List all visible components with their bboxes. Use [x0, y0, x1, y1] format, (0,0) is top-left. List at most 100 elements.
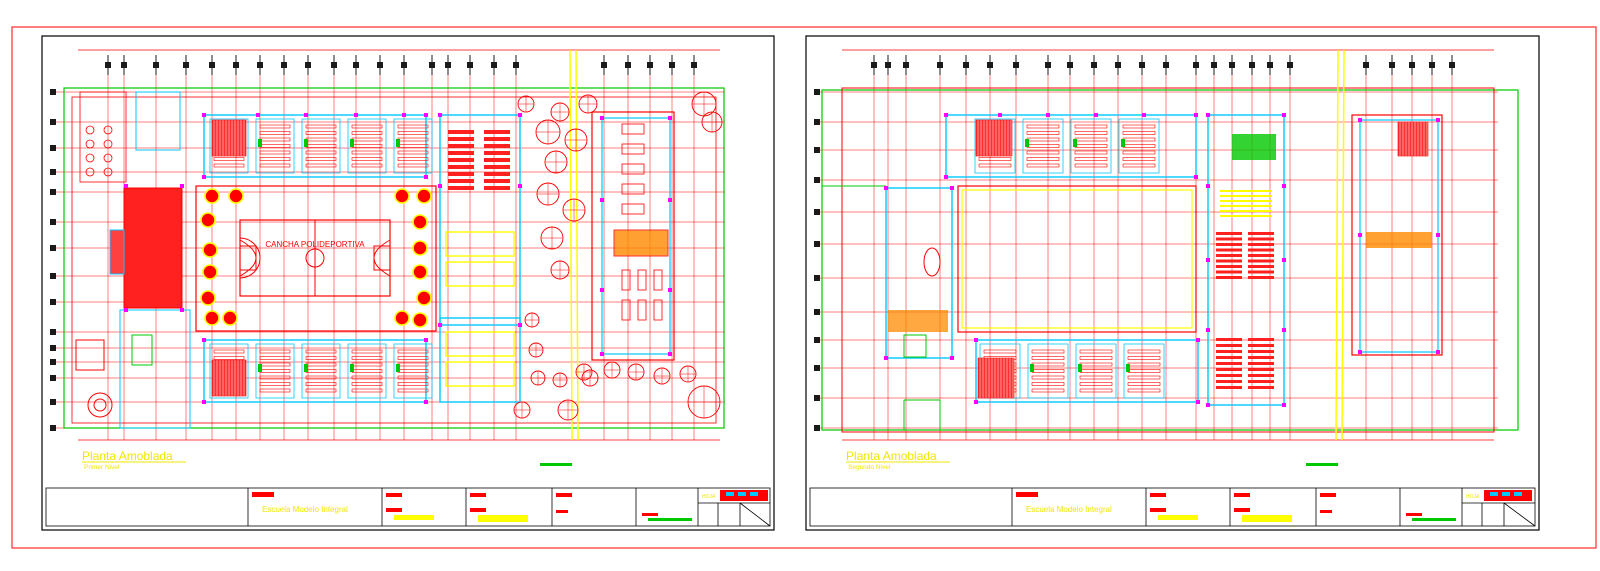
- board: [304, 139, 308, 147]
- dining-table: [85, 167, 95, 177]
- desk-row: [1031, 382, 1065, 386]
- seat-row: [1220, 195, 1272, 197]
- desk-row: [397, 375, 429, 380]
- column: [424, 338, 428, 342]
- seat-row: [1216, 368, 1242, 371]
- column: [944, 113, 948, 117]
- column: [600, 116, 604, 120]
- desk-row: [397, 163, 429, 168]
- seat-row: [1216, 265, 1242, 268]
- floor-plan-sheet-segundo-nivel: Planta Amoblada Segundo Nivel Escuela Mo…: [805, 35, 1540, 531]
- seat-row: [1216, 237, 1242, 241]
- table: [637, 269, 647, 291]
- column: [304, 113, 308, 117]
- desk-row: [1122, 150, 1156, 155]
- column: [884, 186, 888, 190]
- axis-marker: [50, 169, 56, 175]
- seat-row: [1216, 259, 1242, 263]
- seat-row: [1220, 200, 1272, 202]
- planter: [202, 242, 218, 258]
- landscaping-trees: [513, 91, 723, 421]
- desk-row: [1074, 150, 1108, 155]
- desk-row: [1079, 375, 1113, 380]
- desk-row: [1031, 375, 1065, 380]
- seat-row: [1216, 344, 1242, 347]
- desk-row: [259, 163, 291, 168]
- desk-row: [1127, 356, 1161, 360]
- axis-marker: [50, 273, 56, 279]
- column: [256, 113, 260, 117]
- axis-marker: [50, 329, 56, 335]
- dining-tables: [85, 125, 113, 177]
- sheet-frame: [41, 35, 775, 531]
- column: [668, 116, 672, 120]
- seat-row: [484, 186, 510, 190]
- axis-marker: [50, 375, 56, 381]
- seat-row: [1216, 362, 1242, 365]
- column: [1196, 338, 1200, 342]
- column: [1436, 233, 1440, 237]
- hatched-block: [975, 119, 1013, 157]
- board: [1121, 139, 1125, 147]
- seat-row: [1248, 338, 1274, 341]
- desk-row: [1122, 131, 1156, 135]
- dining-table: [103, 153, 113, 163]
- desk-row: [1031, 388, 1065, 393]
- classroom: [393, 343, 433, 399]
- desk-row: [259, 356, 291, 360]
- title-block: Escuela Modelo Integral HOJA: [45, 487, 771, 527]
- axis-marker: [814, 275, 820, 281]
- axis-marker: [814, 147, 820, 153]
- plan-subtitle: Segundo Nivel: [848, 464, 891, 471]
- seat-row: [448, 179, 474, 183]
- desk-row: [1026, 157, 1060, 161]
- seat-row: [1248, 254, 1274, 257]
- axis-marker: [50, 399, 56, 405]
- seat-row: [448, 130, 474, 134]
- column: [202, 400, 206, 404]
- seat-row: [448, 186, 474, 190]
- axis-marker: [814, 425, 820, 431]
- desk-row: [1026, 150, 1060, 155]
- classroom: [1118, 118, 1160, 174]
- column: [202, 338, 206, 342]
- school-name: Escuela Modelo Integral: [262, 505, 348, 514]
- desk-row: [305, 388, 337, 393]
- column: [518, 323, 522, 327]
- seat-row: [448, 165, 474, 169]
- dining-table: [85, 153, 95, 163]
- seat-row: [1220, 190, 1272, 192]
- axis-marker: [814, 395, 820, 401]
- axis-marker: [814, 337, 820, 343]
- desk-row: [978, 157, 1012, 161]
- axis-marker: [50, 219, 56, 225]
- table: [621, 269, 631, 291]
- classroom: [1070, 118, 1112, 174]
- planter: [412, 240, 428, 256]
- column: [600, 288, 604, 292]
- planter: [394, 310, 410, 326]
- board: [396, 364, 400, 372]
- column: [1206, 113, 1210, 117]
- seat-row: [1248, 259, 1274, 263]
- seat-row: [484, 158, 510, 162]
- column: [668, 288, 672, 292]
- seat-row: [1216, 243, 1242, 246]
- axis-marker: [814, 241, 820, 247]
- desk-row: [1127, 382, 1161, 386]
- planter: [394, 188, 410, 204]
- planter: [200, 212, 216, 228]
- classroom: [255, 343, 295, 399]
- column: [1282, 258, 1286, 262]
- lab-bench: [445, 231, 515, 257]
- east-wing: [591, 111, 675, 361]
- central-courtyard-void: [957, 185, 1197, 333]
- desk-row: [1074, 157, 1108, 161]
- column: [424, 175, 428, 179]
- west-wing: [885, 187, 953, 359]
- desk-row: [1026, 124, 1060, 129]
- desk-row: [397, 349, 429, 354]
- planter: [222, 310, 238, 326]
- seat-row: [1248, 380, 1274, 383]
- seat-row: [484, 137, 510, 141]
